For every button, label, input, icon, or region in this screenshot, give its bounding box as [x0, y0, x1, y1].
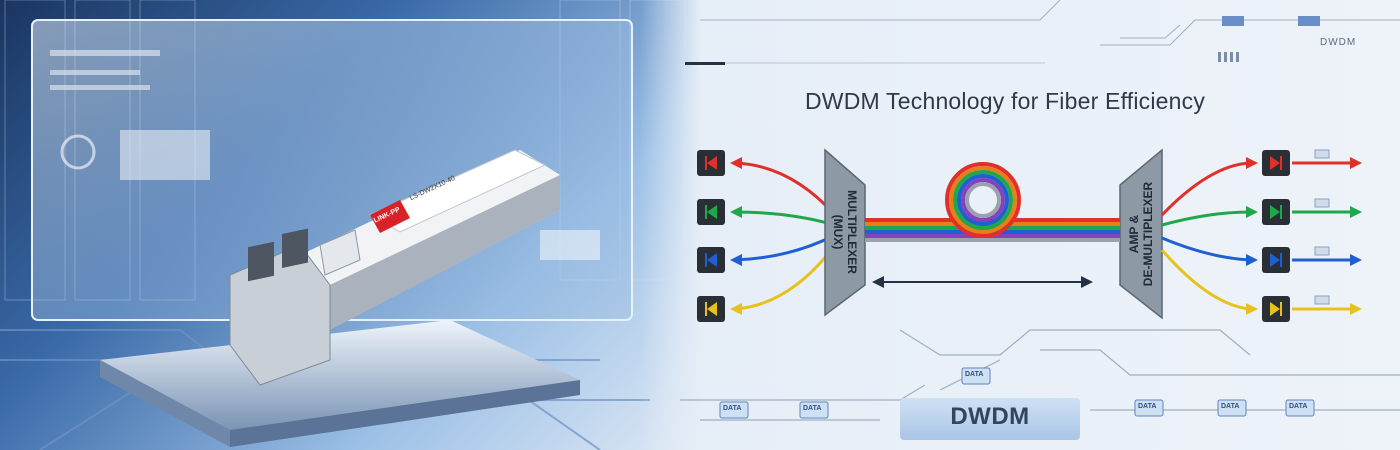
demultiplexer-block	[1119, 148, 1163, 320]
mux-label-line1: MULTIPLEXER	[845, 190, 859, 274]
data-chip	[1134, 399, 1164, 417]
demux-label: AMP & DE-MULTIPLEXER	[1127, 182, 1155, 286]
data-chip	[719, 401, 749, 419]
multiplexer-block	[824, 148, 866, 317]
product-photo-panel: LINK-PP LS-DW2X10-40	[0, 0, 700, 450]
data-chip-label: DATA	[1289, 403, 1308, 410]
demux-label-line1: AMP &	[1127, 214, 1141, 254]
banner-title: DWDM Technology for Fiber Efficiency	[805, 88, 1206, 114]
pedestal	[100, 320, 580, 430]
output-receiver-green	[1262, 199, 1290, 225]
data-chip	[1217, 399, 1247, 417]
mux-label: MULTIPLEXER (MUX)	[831, 190, 859, 274]
input-emitter-yellow	[697, 296, 725, 322]
bottom-badge	[900, 398, 1080, 440]
demux-label-line2: DE-MULTIPLEXER	[1141, 181, 1155, 287]
input-emitter-blue	[697, 247, 725, 273]
output-receiver-yellow	[1262, 296, 1290, 322]
output-receiver-blue	[1262, 247, 1290, 273]
data-chip	[1285, 399, 1315, 417]
server-room-background	[0, 20, 650, 450]
data-chip-label: DATA	[965, 371, 984, 378]
fiber-cable	[865, 162, 1120, 242]
input-emitter-red	[697, 150, 725, 176]
data-chip-label: DATA	[1221, 403, 1240, 410]
input-emitter-green	[697, 199, 725, 225]
data-chip-label: DATA	[1138, 403, 1157, 410]
bottom-badge-label: DWDM	[950, 403, 1030, 430]
data-chip-label: DATA	[723, 405, 742, 412]
brand-label	[370, 200, 410, 233]
output-receiver-red	[1262, 150, 1290, 176]
sfp-transceiver-module	[229, 149, 560, 386]
data-chip	[799, 401, 829, 419]
bidirectional-arrow-icon	[872, 276, 1093, 288]
data-chip	[961, 367, 991, 385]
top-dwdm-label: DWDM	[1320, 37, 1357, 48]
mux-label-line2: (MUX)	[831, 214, 845, 250]
data-chip-label: DATA	[803, 405, 822, 412]
